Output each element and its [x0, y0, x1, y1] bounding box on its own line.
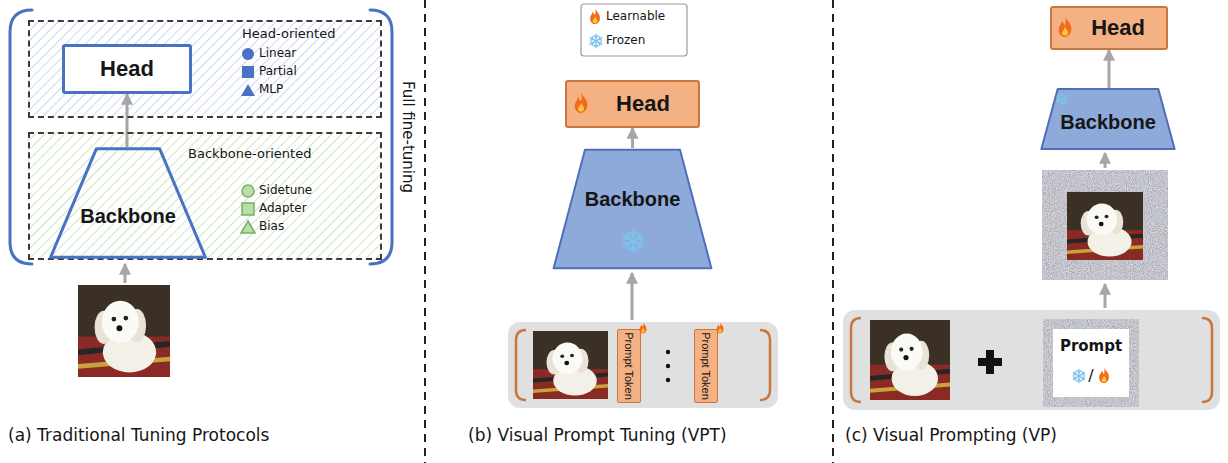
backbone-trapezoid: Backbone [552, 148, 713, 270]
box-label: Backbone [1060, 111, 1156, 134]
box-label: Head [616, 91, 670, 117]
token-label: Prompt Token [700, 332, 712, 400]
prompted-image [1067, 192, 1143, 260]
frozen-icon [589, 34, 603, 47]
head-region: Head-orientedHead [28, 20, 382, 118]
prompt-center [1053, 329, 1129, 397]
head-box: Head [565, 80, 700, 128]
learnable-icon [1099, 368, 1109, 383]
token-label: Prompt Token [623, 332, 635, 400]
frozen-icon [1072, 369, 1086, 382]
box-label: Head [1091, 15, 1145, 41]
input-arrow [631, 273, 634, 320]
learnable-icon [590, 9, 600, 24]
region-title: Backbone-oriented [188, 146, 311, 161]
learnable-icon [1059, 17, 1072, 37]
region-hatch [28, 132, 382, 260]
input-panel [508, 322, 778, 408]
legend-text: Learnable [606, 9, 665, 23]
input-image [78, 285, 170, 377]
backbone-trapezoid: Backbone [1040, 88, 1176, 150]
ellipsis-dots [666, 350, 670, 382]
legend-text: Frozen [606, 33, 645, 47]
prompt-token: Prompt Token [617, 329, 641, 403]
input-arrow [1104, 284, 1107, 308]
legend-text: Linear [259, 46, 296, 60]
prompt-label: Prompt [1060, 337, 1122, 355]
panel-caption: (c) Visual Prompting (VP) [845, 425, 1057, 445]
box-label: Backbone [80, 205, 176, 228]
legend-text: Partial [259, 64, 297, 78]
panel-caption: (a) Traditional Tuning Protocols [8, 425, 269, 445]
flow-arrow [631, 128, 634, 148]
head-box: Head [1050, 6, 1168, 50]
frozen-icon [622, 230, 644, 252]
plus-sign [978, 350, 1002, 374]
input-brackets [516, 330, 770, 400]
fine-tuning-bracket: Full fine-tuning Head-orientedHeadBackbon… [8, 8, 420, 266]
input-image [870, 320, 950, 400]
legend-text: Bias [259, 219, 284, 233]
input-panel [843, 310, 1220, 410]
region-hatch [28, 20, 382, 118]
prompt-noise [1043, 319, 1139, 407]
legend-box [581, 4, 687, 56]
panel-caption: (b) Visual Prompt Tuning (VPT) [468, 425, 727, 445]
legend-text: MLP [259, 82, 283, 96]
input-brackets [851, 318, 1212, 402]
legend-markers [241, 48, 255, 233]
prompt-token: Prompt Token [694, 329, 718, 403]
input-image [533, 331, 608, 399]
learnable-icon [717, 323, 724, 334]
flow-arrow [126, 94, 129, 147]
trapezoid-outline [49, 147, 207, 259]
panel-separators [425, 0, 833, 463]
prompted-image-noise [1042, 170, 1168, 280]
region-title: Head-oriented [242, 26, 335, 41]
flow-arrow [1108, 50, 1111, 88]
legend-text: Adapter [259, 201, 307, 215]
input-arrow [124, 264, 127, 283]
prompt-separator: / [1088, 366, 1093, 385]
legend-text: Sidetune [259, 183, 312, 197]
frozen-icon [1056, 93, 1068, 105]
box-label: Backbone [585, 188, 681, 211]
prompt-box: Prompt / [1053, 329, 1129, 397]
learnable-icon [640, 323, 647, 334]
box-label: Head [100, 56, 154, 82]
input-arrow [1104, 153, 1107, 168]
bracket-label: Full fine-tuning [399, 81, 417, 193]
head-box: Head [62, 44, 192, 94]
learnable-icon [575, 93, 588, 113]
backbone-region: Backbone-orientedBackbone [28, 132, 382, 260]
backbone-trapezoid: Backbone [49, 147, 207, 259]
